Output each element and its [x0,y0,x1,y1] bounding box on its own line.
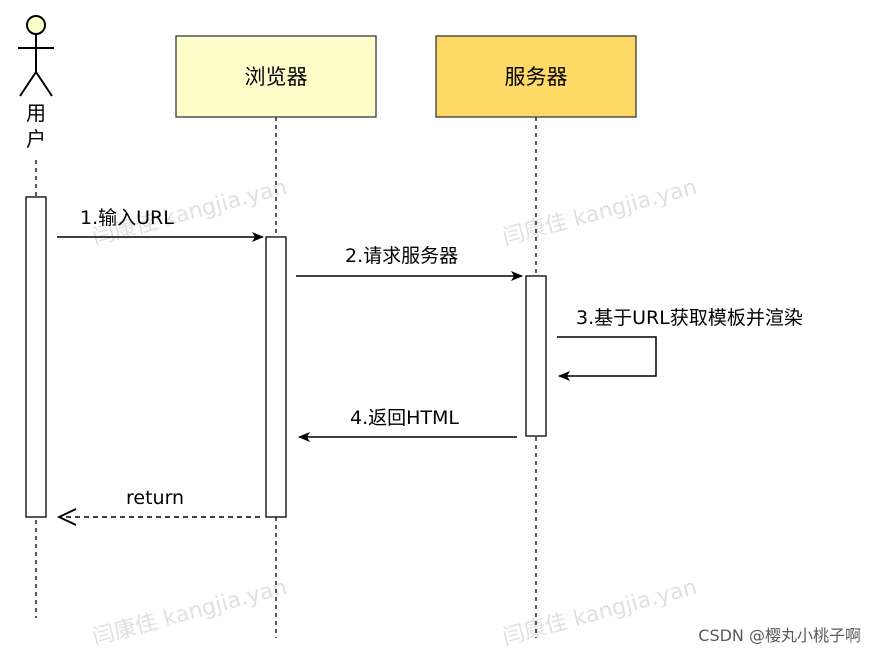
participant-server[interactable]: 服务器 [435,35,637,118]
message-4[interactable]: 4.返回HTML [298,407,517,442]
participant-box [435,35,637,118]
watermark-text: 闫康佳 kangjia.yan [90,575,290,651]
actor-label: 用 [26,101,46,125]
message-arrow [557,336,657,381]
participant-browser[interactable]: 浏览器 [175,35,377,118]
watermark-text: 闫康佳 kangjia.yan [500,175,700,251]
activation-user [25,196,47,518]
message-label: return [126,487,184,509]
message-2[interactable]: 2.请求服务器 [296,245,523,281]
message-label: 4.返回HTML [350,407,459,429]
actor-label: 户 [26,127,46,151]
message-label: 2.请求服务器 [345,245,458,267]
stick-figure-icon [18,15,54,97]
message-3[interactable]: 3.基于URL获取模板并渲染 [557,307,803,381]
message-label: 1.输入URL [80,207,174,229]
message-label: 3.基于URL获取模板并渲染 [576,307,803,329]
participant-label: 服务器 [505,65,568,89]
participant-label: 浏览器 [245,65,308,89]
source-credit: CSDN @樱丸小桃子啊 [698,626,861,645]
activation-server [525,275,547,437]
watermark-text: 闫康佳 kangjia.yan [500,575,700,651]
activation-browser [265,236,287,518]
message-return[interactable]: return [56,487,260,526]
message-1[interactable]: 1.输入URL [57,207,264,242]
open-arrowhead-icon [56,508,77,526]
actor-user[interactable]: 用 户 [18,15,54,151]
participant-box [175,35,377,118]
